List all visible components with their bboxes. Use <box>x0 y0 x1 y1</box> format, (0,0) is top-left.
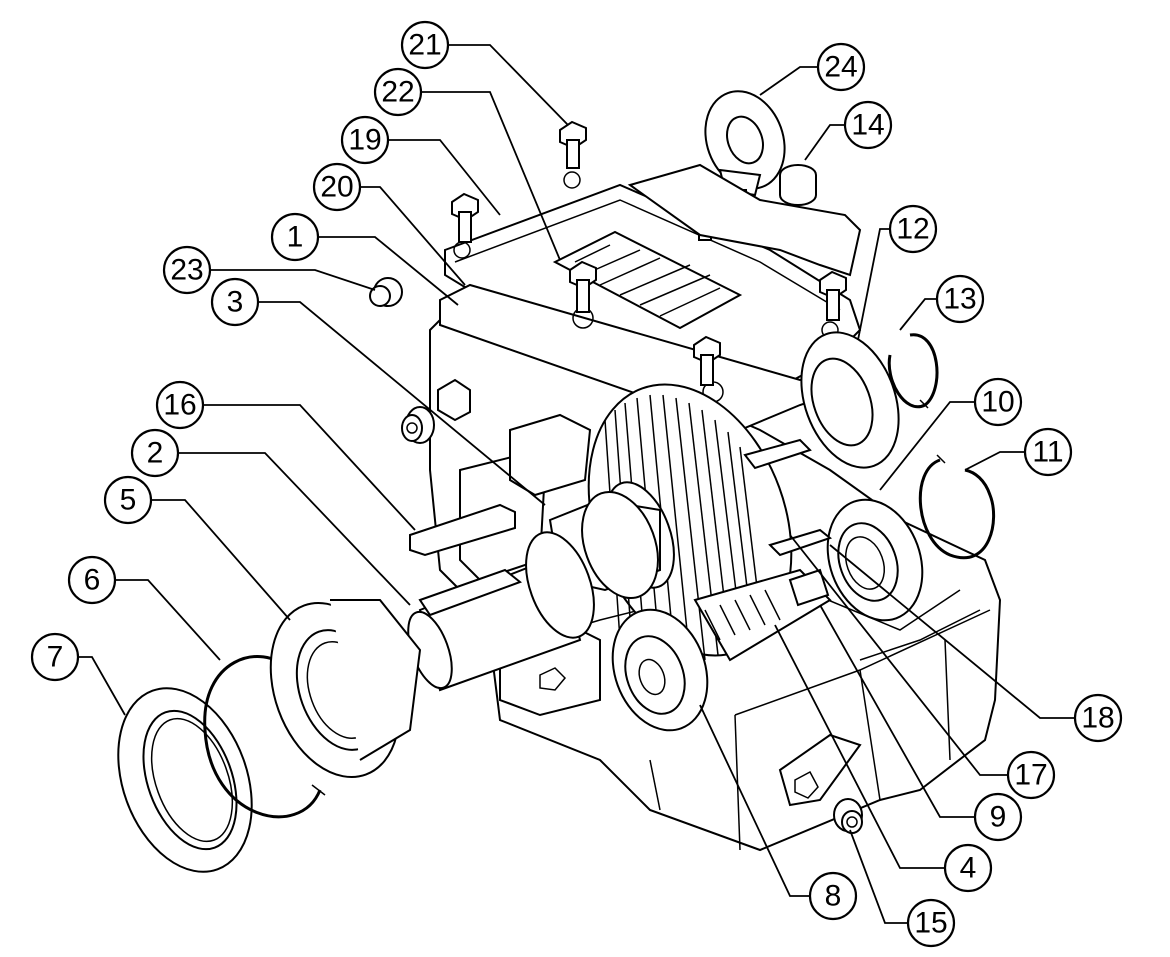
cover-bolt <box>819 270 847 321</box>
bearing-upper <box>800 331 900 469</box>
callout-10: 10 <box>973 377 1023 427</box>
snap-ring-13 <box>887 333 939 409</box>
callout-18: 18 <box>1073 693 1123 743</box>
key <box>409 503 516 557</box>
cover-bolt <box>559 120 587 169</box>
svg-text:20: 20 <box>320 171 353 204</box>
svg-text:1: 1 <box>287 221 304 254</box>
bearing-lower <box>611 608 709 732</box>
name-plate <box>552 230 743 330</box>
svg-text:7: 7 <box>47 641 64 674</box>
spacer-9 <box>788 568 830 607</box>
callout-23: 23 <box>162 245 212 295</box>
callout-12: 12 <box>888 204 938 254</box>
callout-24: 24 <box>816 42 866 92</box>
svg-text:24: 24 <box>824 51 857 84</box>
callout-1: 1 <box>270 212 320 262</box>
bearing-left <box>269 599 422 779</box>
callout-5: 5 <box>103 475 153 525</box>
key-18 <box>743 438 812 470</box>
svg-text:18: 18 <box>1081 702 1114 735</box>
svg-text:11: 11 <box>1032 436 1063 469</box>
key-17 <box>768 528 833 557</box>
svg-text:16: 16 <box>163 389 196 422</box>
svg-text:4: 4 <box>960 852 977 885</box>
callout-14: 14 <box>843 100 893 150</box>
svg-text:3: 3 <box>227 286 244 319</box>
callout-22: 22 <box>373 67 423 117</box>
oil-seal <box>117 687 253 873</box>
callout-19: 19 <box>340 115 390 165</box>
svg-text:6: 6 <box>84 564 101 597</box>
cover-bolt <box>693 335 721 386</box>
callout-20: 20 <box>312 162 362 212</box>
callout-11: 11 <box>1023 427 1073 477</box>
svg-text:9: 9 <box>990 801 1007 834</box>
cover-bolt <box>569 260 597 313</box>
callout-15: 15 <box>906 898 956 948</box>
output-shaft <box>407 490 661 692</box>
callout-21: 21 <box>400 20 450 70</box>
callout-13: 13 <box>935 274 985 324</box>
plug-3 <box>401 406 435 444</box>
bearing-right <box>826 498 924 622</box>
svg-text:19: 19 <box>348 124 381 157</box>
callout-3: 3 <box>210 277 260 327</box>
leader-lines <box>78 44 1075 924</box>
svg-text:21: 21 <box>408 29 441 62</box>
svg-text:10: 10 <box>981 386 1014 419</box>
svg-text:22: 22 <box>381 76 414 109</box>
callout-4: 4 <box>943 843 993 893</box>
svg-text:2: 2 <box>147 437 164 470</box>
callout-6: 6 <box>67 555 117 605</box>
housing-upper-boss <box>627 163 862 277</box>
callout-9: 9 <box>973 792 1023 842</box>
svg-text:23: 23 <box>170 254 203 287</box>
svg-text:17: 17 <box>1014 759 1047 792</box>
snap-ring-11 <box>918 454 996 560</box>
snap-ring <box>203 655 326 819</box>
svg-text:8: 8 <box>825 880 842 913</box>
callout-8: 8 <box>808 871 858 921</box>
callout-17: 17 <box>1006 750 1056 800</box>
cover-bolt <box>451 192 479 243</box>
plug-23 <box>369 277 403 307</box>
callouts: 21 22 19 20 1 23 3 16 2 5 6 7 8 9 4 17 1… <box>30 20 1123 948</box>
eye-bolt <box>704 90 786 211</box>
vent-plug <box>779 164 817 206</box>
svg-text:5: 5 <box>120 484 137 517</box>
callout-16: 16 <box>155 380 205 430</box>
svg-text:15: 15 <box>914 907 947 940</box>
plug-15 <box>833 798 863 834</box>
callout-7: 7 <box>30 632 80 682</box>
svg-text:14: 14 <box>851 109 884 142</box>
svg-text:13: 13 <box>943 283 976 316</box>
callout-2: 2 <box>130 428 180 478</box>
svg-text:12: 12 <box>896 213 929 246</box>
